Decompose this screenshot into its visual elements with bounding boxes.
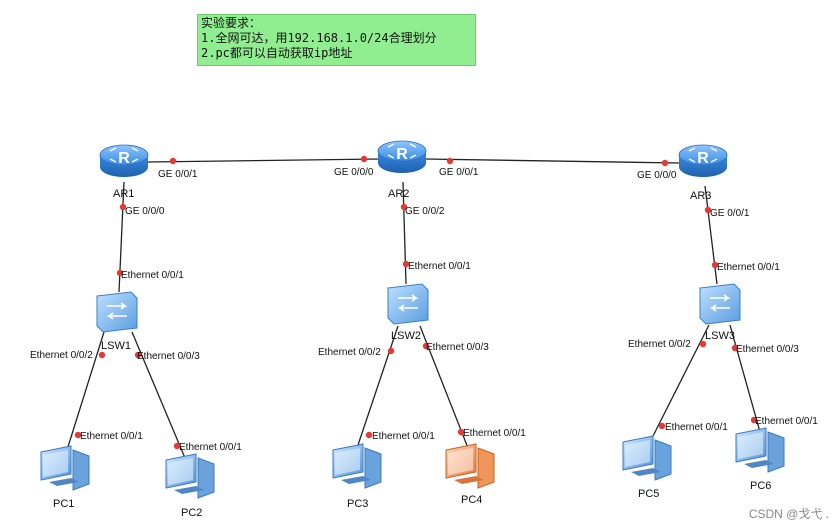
port-dot xyxy=(400,203,408,211)
port-dots xyxy=(74,155,758,450)
port-label: GE 0/0/1 xyxy=(439,167,479,178)
link-ar2-ar3 xyxy=(424,158,681,164)
pc-pc1[interactable] xyxy=(40,445,90,491)
port-dot xyxy=(116,269,124,277)
switch-arrows-icon xyxy=(397,294,419,312)
port-dot xyxy=(446,157,454,165)
device-label-lsw3: LSW3 xyxy=(705,330,735,342)
switch-arrows-icon xyxy=(709,294,731,312)
pc-pc6[interactable] xyxy=(735,427,785,473)
device-label-pc4: PC4 xyxy=(461,494,482,506)
requirements-note: 实验要求： 1.全网可达，用192.168.1.0/24合理划分 2.pc都可以… xyxy=(197,14,476,66)
port-label: GE 0/0/0 xyxy=(334,167,374,178)
port-label: Ethernet 0/0/1 xyxy=(179,442,242,453)
device-label-ar3: AR3 xyxy=(690,190,711,202)
port-label: Ethernet 0/0/2 xyxy=(318,347,381,358)
router-arrows-icon xyxy=(387,143,417,159)
links xyxy=(66,158,761,459)
port-dot xyxy=(365,431,373,439)
router-ar2[interactable]: R xyxy=(377,140,427,173)
port-dot xyxy=(134,351,142,359)
port-label: Ethernet 0/0/1 xyxy=(755,416,818,427)
router-arrows-icon xyxy=(688,147,718,163)
router-arrows-icon xyxy=(109,147,139,163)
port-label: Ethernet 0/0/1 xyxy=(717,262,780,273)
port-label: GE 0/0/1 xyxy=(710,208,750,219)
svg-text:R: R xyxy=(118,150,130,167)
link-lsw1-pc2 xyxy=(131,331,186,459)
port-label: Ethernet 0/0/1 xyxy=(121,270,184,281)
svg-text:R: R xyxy=(396,146,408,163)
link-ar1-ar2 xyxy=(147,158,381,163)
port-dot xyxy=(731,344,739,352)
switch-lsw1[interactable] xyxy=(96,291,138,333)
port-dot xyxy=(711,261,719,269)
device-label-pc2: PC2 xyxy=(181,507,202,519)
router-ar3[interactable]: R xyxy=(678,144,728,177)
port-label: Ethernet 0/0/2 xyxy=(628,339,691,350)
link-lsw2-pc3 xyxy=(356,325,399,449)
port-label: GE 0/0/1 xyxy=(158,169,198,180)
svg-text:R: R xyxy=(697,150,709,167)
switch-icon xyxy=(387,283,429,325)
switch-arrows-icon xyxy=(106,302,128,320)
port-dot xyxy=(74,431,82,439)
port-dot xyxy=(119,203,127,211)
port-label: GE 0/0/0 xyxy=(125,206,165,217)
port-dot xyxy=(750,416,758,424)
port-dot xyxy=(360,155,368,163)
link-lsw3-pc5 xyxy=(650,324,710,441)
port-dot xyxy=(422,342,430,350)
device-label-pc3: PC3 xyxy=(347,498,368,510)
port-dot xyxy=(661,159,669,167)
router-ar1[interactable]: R xyxy=(99,144,149,177)
requirement-2: 2.pc都可以自动获取ip地址 xyxy=(201,46,353,60)
port-dot xyxy=(699,340,707,348)
device-label-ar2: AR2 xyxy=(388,188,409,200)
device-label-ar1: AR1 xyxy=(113,188,134,200)
port-label: Ethernet 0/0/1 xyxy=(80,431,143,442)
pc-pc3[interactable] xyxy=(332,443,382,489)
port-dot xyxy=(173,442,181,450)
port-dot xyxy=(402,260,410,268)
port-dot xyxy=(704,206,712,214)
pc-pc4[interactable] xyxy=(445,443,495,489)
port-label: Ethernet 0/0/3 xyxy=(736,344,799,355)
watermark: CSDN @戈弋 . xyxy=(748,507,829,521)
device-labels: AR1 AR2 AR3 LSW1 LSW2 LSW3 PC1 PC2 PC3 P… xyxy=(53,188,771,519)
port-label: Ethernet 0/0/3 xyxy=(137,351,200,362)
pc-pc2[interactable] xyxy=(165,453,215,499)
switch-icon xyxy=(96,291,138,333)
port-label: Ethernet 0/0/1 xyxy=(665,422,728,433)
port-dot xyxy=(169,157,177,165)
port-label: Ethernet 0/0/2 xyxy=(30,350,93,361)
port-label: Ethernet 0/0/1 xyxy=(463,428,526,439)
requirement-1: 1.全网可达，用192.168.1.0/24合理划分 xyxy=(201,31,437,45)
port-dot xyxy=(387,347,395,355)
device-label-lsw1: LSW1 xyxy=(101,340,131,352)
switch-icon xyxy=(699,283,741,325)
port-dot xyxy=(658,422,666,430)
port-label: Ethernet 0/0/1 xyxy=(372,431,435,442)
device-label-lsw2: LSW2 xyxy=(391,330,421,342)
switch-lsw3[interactable] xyxy=(699,283,741,325)
link-lsw1-pc1 xyxy=(66,331,105,451)
device-label-pc6: PC6 xyxy=(750,480,771,492)
pc-pc5[interactable] xyxy=(622,435,672,481)
port-dot xyxy=(457,428,465,436)
device-label-pc5: PC5 xyxy=(638,488,659,500)
port-labels: GE 0/0/1 GE 0/0/0 GE 0/0/1 GE 0/0/0 GE 0… xyxy=(30,167,818,453)
port-label: GE 0/0/2 xyxy=(405,206,445,217)
switch-lsw2[interactable] xyxy=(387,283,429,325)
port-label: GE 0/0/0 xyxy=(637,170,677,181)
port-dot xyxy=(98,351,106,359)
link-lsw3-pc6 xyxy=(729,324,761,433)
device-label-pc1: PC1 xyxy=(53,498,74,510)
port-label: Ethernet 0/0/3 xyxy=(426,342,489,353)
requirements-title: 实验要求： xyxy=(201,16,262,30)
port-label: Ethernet 0/0/1 xyxy=(408,261,471,272)
